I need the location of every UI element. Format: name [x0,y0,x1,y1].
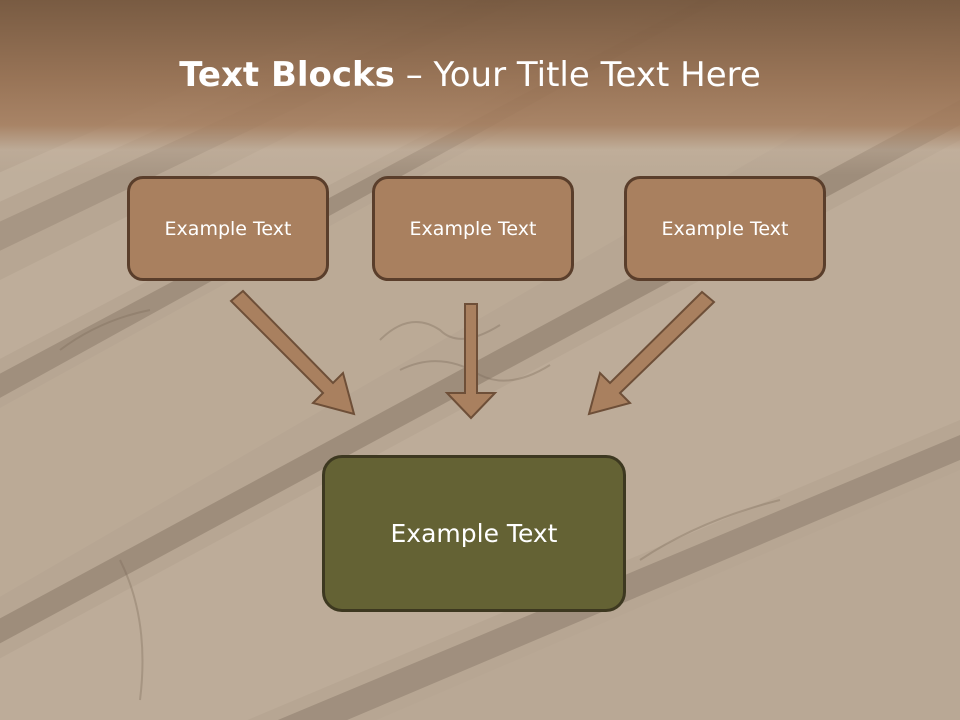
text-block-1[interactable]: Example Text [127,176,329,281]
text-block-1-label: Example Text [164,217,292,240]
text-block-2[interactable]: Example Text [372,176,574,281]
text-block-3-label: Example Text [661,217,789,240]
title-rest: – Your Title Text Here [394,55,761,95]
text-block-3[interactable]: Example Text [624,176,826,281]
arrow-left [229,289,356,416]
header-band [0,0,960,175]
arrow-right [587,290,716,416]
page-title: Text Blocks – Your Title Text Here [0,52,940,98]
text-block-result-label: Example Text [390,519,558,548]
text-block-result[interactable]: Example Text [322,455,626,612]
title-bold: Text Blocks [179,55,395,95]
text-block-2-label: Example Text [409,217,537,240]
arrow-center [444,303,498,420]
